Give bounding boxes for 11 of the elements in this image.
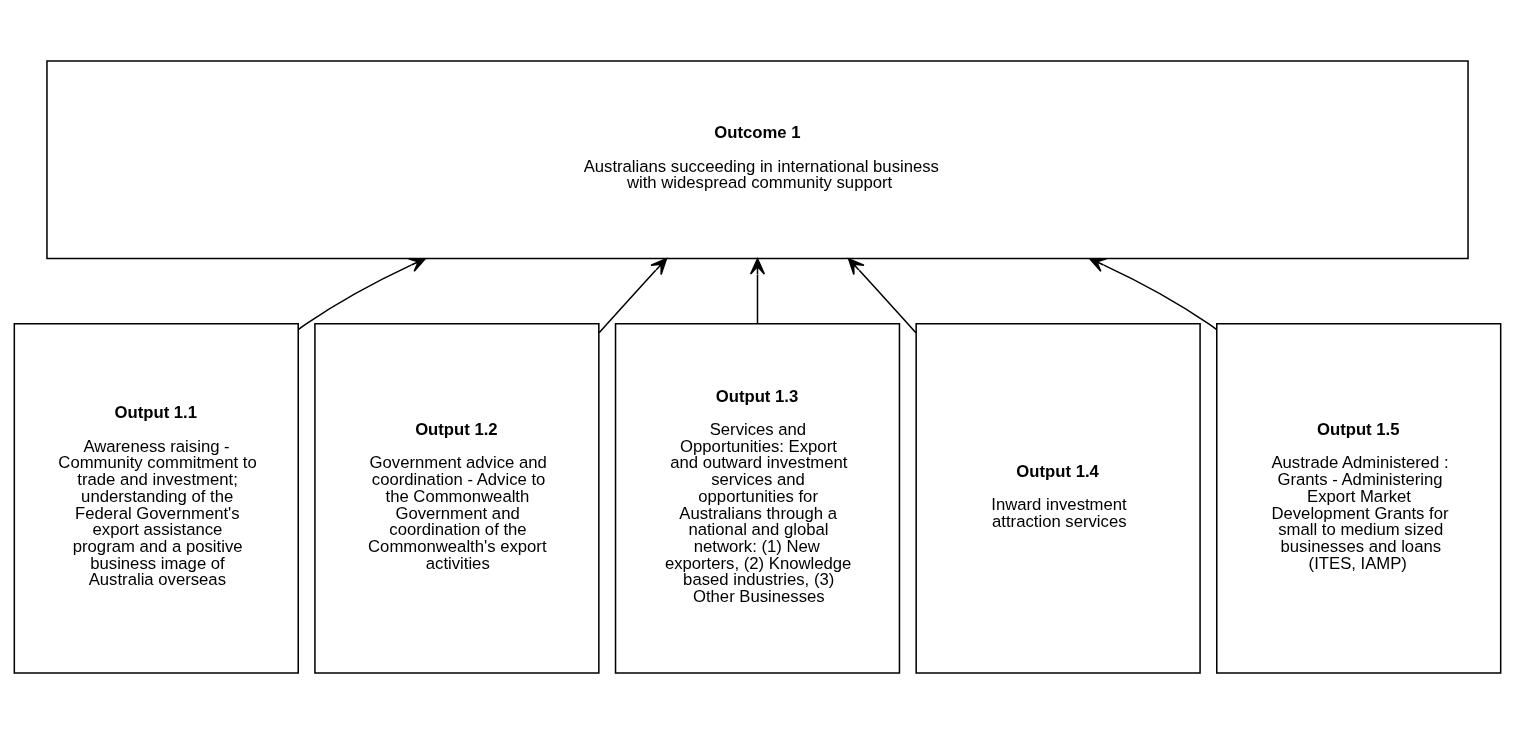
arrow bbox=[297, 257, 426, 331]
arrow bbox=[749, 258, 766, 325]
node-box: Outcome 1 Australians succeeding in international business with widespread community support bbox=[46, 60, 1469, 260]
node-box: Output 1.5 Austrade Administered : Grants - Administering Export Market Development Grants for small to medium sized businesses and loans (ITES, IAMP) bbox=[1216, 322, 1502, 674]
node-box: Output 1.4 Inward investment attraction services bbox=[915, 322, 1201, 674]
node-box: Output 1.2 Government advice and coordination - Advice to the Commonwealth Government and coordination of the Commonwealth's export activities bbox=[314, 322, 600, 674]
arrow bbox=[847, 258, 917, 334]
node-box: Output 1.3 Services and Opportunities: Export and outward investment services and opportunities for Australians through a national and global network: (1) New exporters, (2) Knowledge based industries, (3) Other Businesses bbox=[614, 322, 901, 674]
arrow bbox=[598, 258, 668, 334]
node-box: Output 1.1 Awareness raising - Community commitment to trade and investment; understanding of the Federal Government's export assistance program and a positive business image of Australia overseas bbox=[13, 322, 299, 674]
arrow bbox=[1089, 257, 1218, 331]
